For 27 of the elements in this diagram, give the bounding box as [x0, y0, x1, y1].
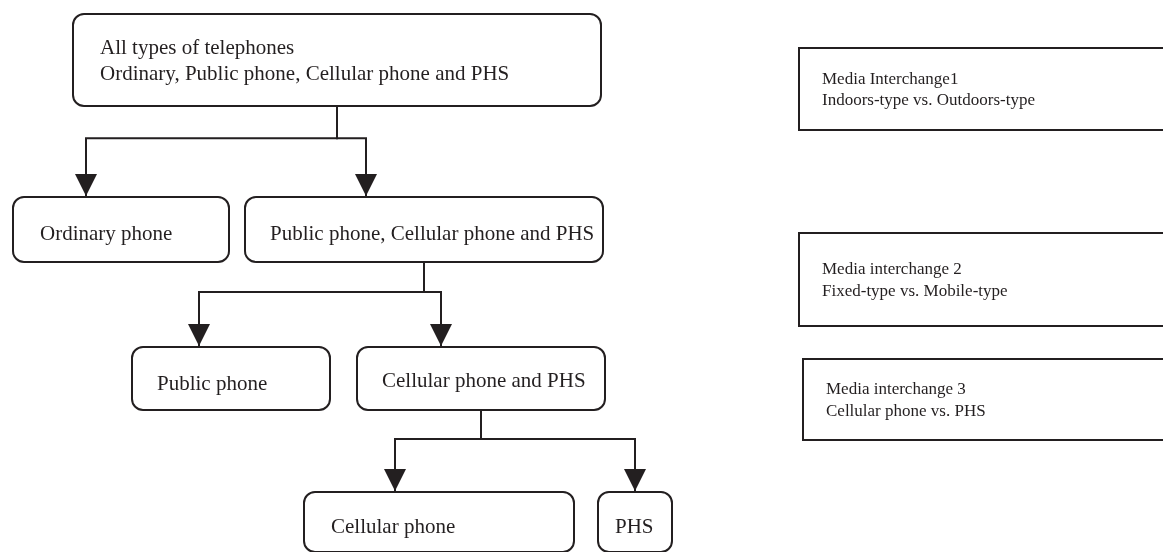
category-box	[12, 196, 230, 263]
box-text: Cellular phone vs. PHS	[826, 399, 987, 421]
category-box	[131, 346, 331, 411]
category-box	[244, 196, 604, 263]
box-heading: All types of telephones	[100, 33, 296, 60]
box-text: Ordinary, Public phone, Cellular phone and PHS	[100, 60, 511, 87]
note-box	[798, 232, 1163, 327]
category-box	[597, 491, 673, 552]
box-text: PHS	[615, 512, 655, 540]
arrow	[423, 262, 452, 347]
box-text: Cellular phone	[331, 512, 457, 540]
box-heading: Media Interchange1	[822, 67, 960, 89]
note-box	[798, 47, 1163, 131]
category-box	[303, 491, 575, 552]
category-box	[72, 13, 602, 107]
box-text: Indoors-type vs. Outdoors-type	[822, 89, 1036, 111]
arrow	[336, 106, 377, 197]
box-text: Cellular phone and PHS	[382, 367, 587, 394]
box-heading: Media interchange 2	[822, 258, 963, 280]
box-text: Public phone, Cellular phone and PHS	[270, 220, 596, 247]
note-box	[802, 358, 1163, 441]
box-text: Fixed-type vs. Mobile-type	[822, 279, 1009, 301]
box-text: Ordinary phone	[40, 220, 174, 247]
category-box	[356, 346, 606, 411]
box-text: Public phone	[157, 370, 269, 397]
arrow	[480, 410, 646, 492]
box-heading: Media interchange 3	[826, 378, 967, 400]
